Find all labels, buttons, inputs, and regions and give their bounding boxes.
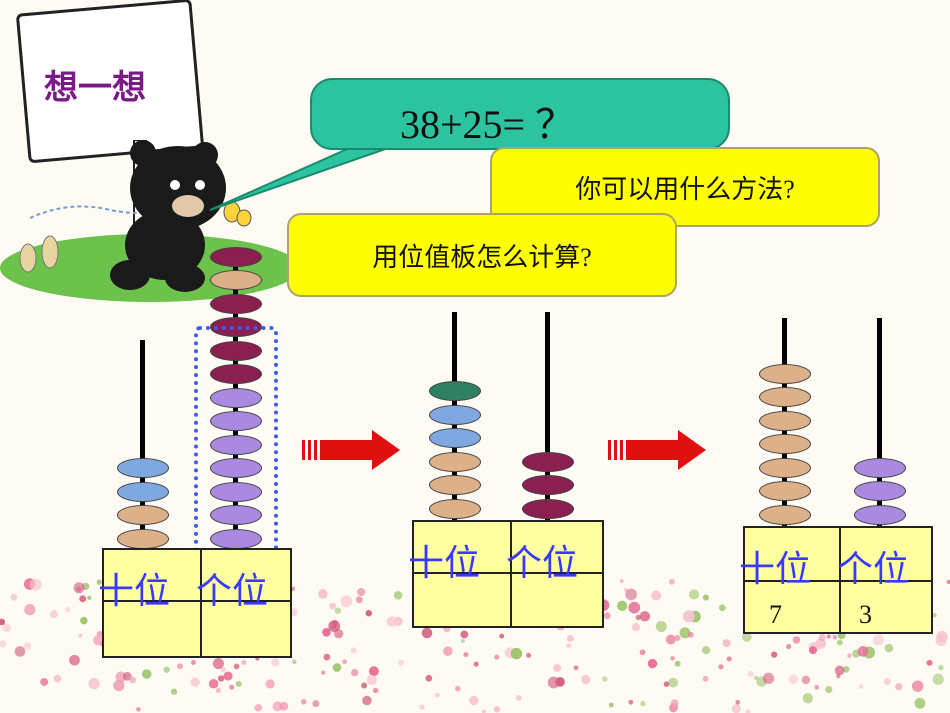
abacus2-tens-bead <box>429 404 481 425</box>
abacus2-tens-bead <box>429 498 481 519</box>
abacus1-ones-bead <box>210 411 262 431</box>
abacus3-tens-bead <box>759 504 811 525</box>
abacus1-ones-bead <box>210 246 262 267</box>
equation-text: 38+25= ？ <box>400 102 576 147</box>
abacus1-tens-bead <box>117 458 169 478</box>
equation-bubble <box>310 78 730 150</box>
abacus3-ones-label: 个位 <box>837 549 910 590</box>
abacus2-tens-bead <box>429 451 481 472</box>
abacus1-ones-bead <box>210 364 262 384</box>
teal-bubble-tail <box>209 130 441 211</box>
abacus1-ones-bead <box>210 293 262 314</box>
abacus2-ones-label: 个位 <box>506 543 579 584</box>
arrow-right-icon <box>608 430 706 470</box>
abacus1-ones-bead <box>210 481 262 502</box>
abacus2-tens-label: 十位 <box>408 543 481 584</box>
abacus2-tens-bead <box>429 428 481 448</box>
abacus2-ones-rod <box>545 312 550 522</box>
abacus1-tens-rod <box>140 340 145 550</box>
abacus1-tens-bead <box>117 481 169 502</box>
abacus1-tens-bead <box>117 505 169 525</box>
abacus2-ones-bead <box>522 498 574 519</box>
abacus1-board: 十位 个位 <box>98 548 292 658</box>
abacus3-ones-bead <box>854 457 906 478</box>
abacus3-board: 十位 个位 7 3 <box>739 526 933 634</box>
abacus1-ones-bead <box>210 340 262 361</box>
sign-text: 想一想 <box>44 68 146 108</box>
result-tens-digit: 7 <box>769 600 782 629</box>
abacus3-tens-bead <box>759 410 811 431</box>
abacus2-tens-bead <box>429 381 481 401</box>
abacus1-ones-bead <box>210 270 262 290</box>
abacus2-ones-bead <box>522 475 574 495</box>
abacus1-ones-bead <box>210 458 262 478</box>
abacus2-board: 十位 个位 <box>408 520 604 628</box>
abacus3-ones-bead <box>854 481 906 501</box>
abacus3-tens-bead <box>759 434 811 454</box>
abacus1-ones-bead <box>210 505 262 525</box>
question-bubble-place-value: 用位值板怎么计算? <box>287 213 677 297</box>
question-place-value-text: 用位值板怎么计算? <box>372 242 592 272</box>
question-method-text: 你可以用什么方法? <box>575 174 795 204</box>
question-bubble-method: 你可以用什么方法? <box>490 147 880 227</box>
abacus1-tens-bead <box>117 528 169 549</box>
abacus1-ones-label: 个位 <box>196 571 269 612</box>
group-ten-highlight <box>194 326 278 556</box>
arrow-right-icon <box>302 430 400 470</box>
abacus2-tens-bead <box>429 475 481 495</box>
abacus3-tens-bead <box>759 363 811 384</box>
abacus1-ones-bead <box>210 387 262 408</box>
abacus3-tens-bead <box>759 457 811 478</box>
abacus1-ones-bead <box>210 434 262 455</box>
abacus3-ones-bead <box>854 504 906 525</box>
result-ones-digit: 3 <box>859 600 872 629</box>
abacus3-tens-label: 十位 <box>739 549 812 590</box>
abacus3-ones-rod <box>877 318 882 528</box>
abacus3-tens-bead <box>759 387 811 407</box>
abacus2-ones-bead <box>522 451 574 472</box>
abacus1-tens-label: 十位 <box>98 571 171 612</box>
abacus3-tens-bead <box>759 481 811 501</box>
